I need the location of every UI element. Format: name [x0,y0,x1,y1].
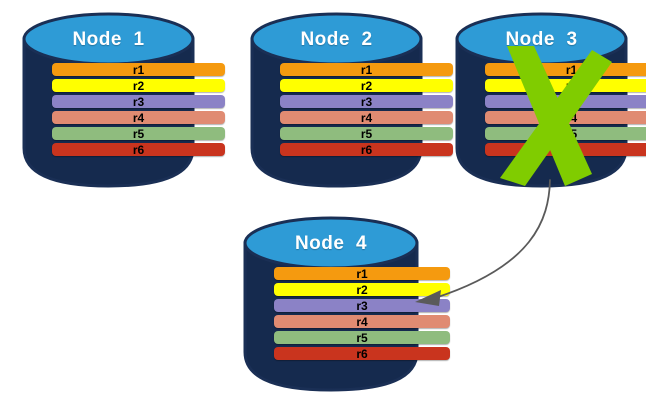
record-r3[interactable]: r3 [280,95,453,108]
record-r3[interactable]: r3 [52,95,225,108]
record-r2[interactable]: r2 [52,79,225,92]
record-label: r1 [132,62,145,77]
record-label: r5 [360,126,373,141]
record-label: r2 [565,78,578,93]
record-label: r3 [356,298,368,313]
record-r1[interactable]: r1 [52,63,225,76]
record-r5[interactable]: r5 [52,127,225,140]
record-r3[interactable]: r3 [485,95,646,108]
node-3-records: r1 r2 r3 r4 r5 r6 [455,63,646,156]
record-r2[interactable]: r2 [485,79,646,92]
record-label: r5 [356,330,368,345]
node-4-records: r1 r2 r3 r4 r5 r6 [243,267,481,360]
record-label: r1 [356,266,368,281]
record-label: r2 [132,78,145,93]
record-label: r4 [132,110,145,125]
record-label: r2 [360,78,373,93]
record-label: r6 [360,142,373,157]
node-3[interactable]: Node 3 r1 r2 r3 r4 r5 r6 [455,8,646,188]
record-r1[interactable]: r1 [274,267,450,280]
record-label: r3 [565,94,578,109]
record-r1[interactable]: r1 [280,63,453,76]
record-r5[interactable]: r5 [274,331,450,344]
node-1-records: r1 r2 r3 r4 r5 r6 [22,63,255,156]
node-2-records: r1 r2 r3 r4 r5 r6 [250,63,483,156]
record-r3[interactable]: r3 [274,299,450,312]
record-label: r1 [360,62,373,77]
record-r6[interactable]: r6 [280,143,453,156]
record-label: r2 [356,282,368,297]
record-r4[interactable]: r4 [485,111,646,124]
record-r4[interactable]: r4 [52,111,225,124]
record-r5[interactable]: r5 [280,127,453,140]
record-r6[interactable]: r6 [274,347,450,360]
record-label: r3 [360,94,373,109]
node-4[interactable]: Node 4 r1 r2 r3 r4 r5 r6 [243,212,450,392]
record-r2[interactable]: r2 [280,79,453,92]
record-r2[interactable]: r2 [274,283,450,296]
record-label: r6 [565,142,578,157]
record-label: r3 [132,94,145,109]
record-label: r4 [356,314,368,329]
record-r4[interactable]: r4 [274,315,450,328]
record-r5[interactable]: r5 [485,127,646,140]
record-label: r1 [565,62,578,77]
record-r6[interactable]: r6 [485,143,646,156]
record-label: r4 [360,110,373,125]
record-label: r4 [565,110,578,125]
record-r1[interactable]: r1 [485,63,646,76]
record-r6[interactable]: r6 [52,143,225,156]
record-label: r6 [132,142,145,157]
record-r4[interactable]: r4 [280,111,453,124]
record-label: r6 [356,346,368,361]
record-label: r5 [565,126,578,141]
node-2[interactable]: Node 2 r1 r2 r3 r4 r5 r6 [250,8,453,188]
record-label: r5 [132,126,145,141]
node-1[interactable]: Node 1 r1 r2 r3 r4 r5 r6 [22,8,225,188]
